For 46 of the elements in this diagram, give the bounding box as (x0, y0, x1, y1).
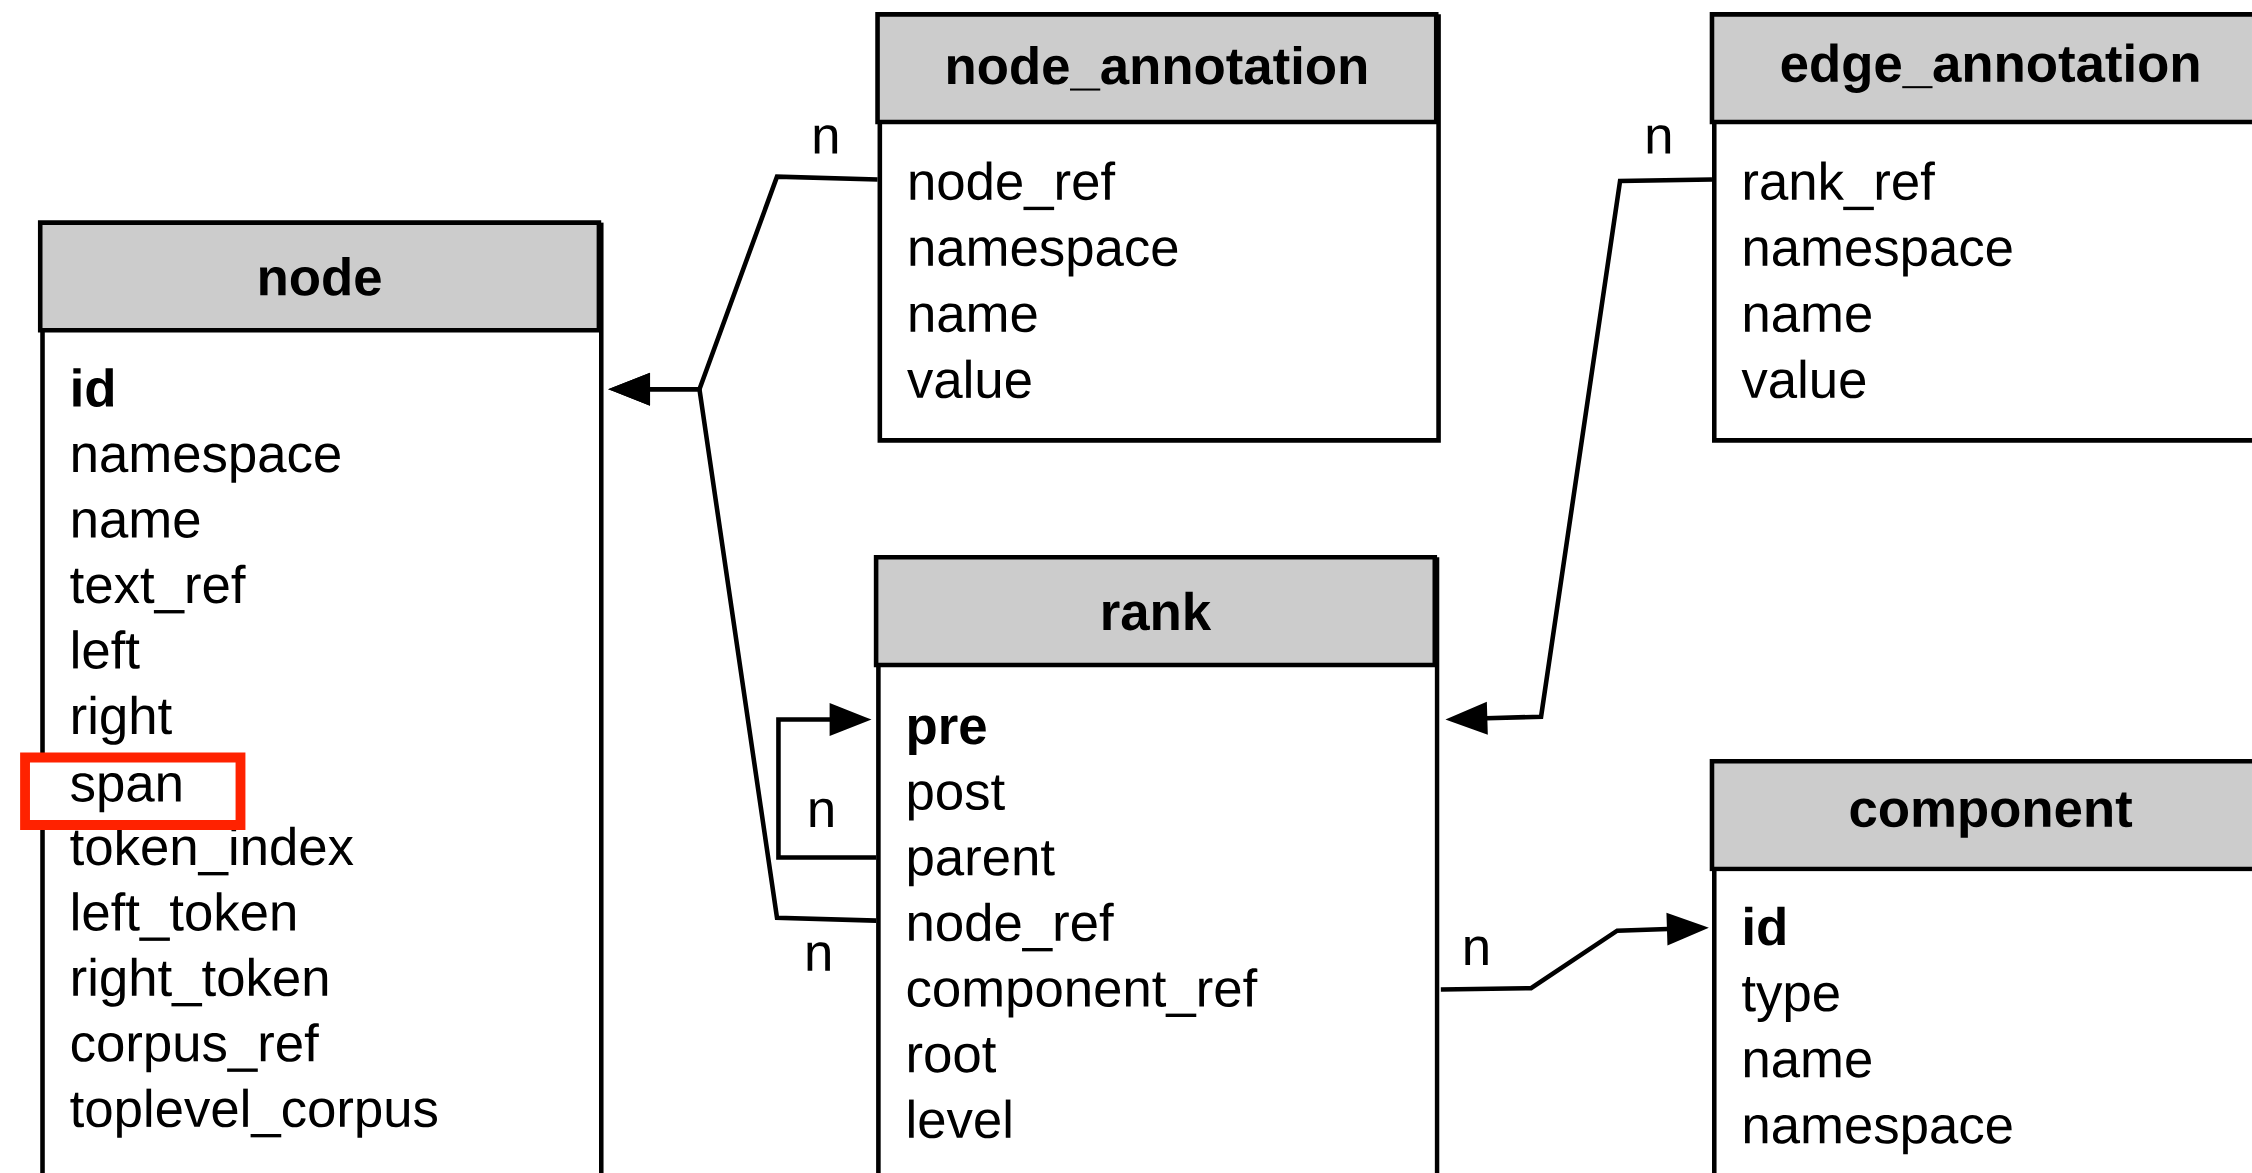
field-name: node_ref (910, 161, 1116, 210)
table (873, 554, 1440, 1173)
table-title: edge_annotation (1781, 43, 2199, 93)
field-name: node_ref (909, 902, 1114, 952)
arrow (776, 702, 877, 860)
field-name: rank_ref (1744, 161, 1935, 210)
field-name: id (1745, 906, 1785, 946)
field-name: corpus_ref (71, 1023, 319, 1073)
table (37, 220, 604, 1173)
field-name: left (73, 630, 140, 669)
field-name: root (909, 1037, 996, 1073)
highlight-box: span (20, 752, 246, 830)
edge-label: n (1640, 121, 1677, 157)
table-title: node (260, 256, 381, 296)
table (1709, 758, 2252, 1173)
table (875, 11, 1441, 443)
field-name: type (1742, 976, 1839, 1022)
edge-label: n (807, 121, 844, 157)
field-name: namespace (1744, 237, 2012, 277)
field-name: value (907, 359, 1031, 399)
edge-label: n (800, 938, 837, 975)
field-name: name (1744, 1048, 1871, 1078)
field-name: text_ref (70, 564, 246, 614)
field-name: right (73, 695, 172, 745)
field-name: namespace (73, 443, 340, 483)
field-name: name (1744, 303, 1871, 333)
field-name: namespace (910, 237, 1178, 277)
field-name: component_ref (907, 968, 1258, 1018)
field-name: name (910, 303, 1037, 333)
field-name: id (73, 368, 114, 407)
field-name: pre (909, 715, 986, 755)
field-name: post (908, 775, 1005, 821)
table-title: node_annotation (947, 45, 1367, 91)
field-name: value (1741, 359, 1866, 399)
field-name: right_token (73, 957, 328, 1007)
table (1709, 11, 2252, 443)
field-name: toplevel_corpus (70, 1088, 437, 1138)
field-name: level (909, 1099, 1011, 1139)
field-name: name (73, 508, 200, 538)
field-name: left_token (73, 892, 295, 941)
edge-label: n (803, 795, 840, 831)
table-title: component (1850, 792, 2133, 838)
edge-label: n (1458, 932, 1495, 969)
table-title: rank (1103, 591, 1212, 631)
field-name: namespace (1744, 1114, 2012, 1154)
field-name: parent (908, 840, 1055, 886)
